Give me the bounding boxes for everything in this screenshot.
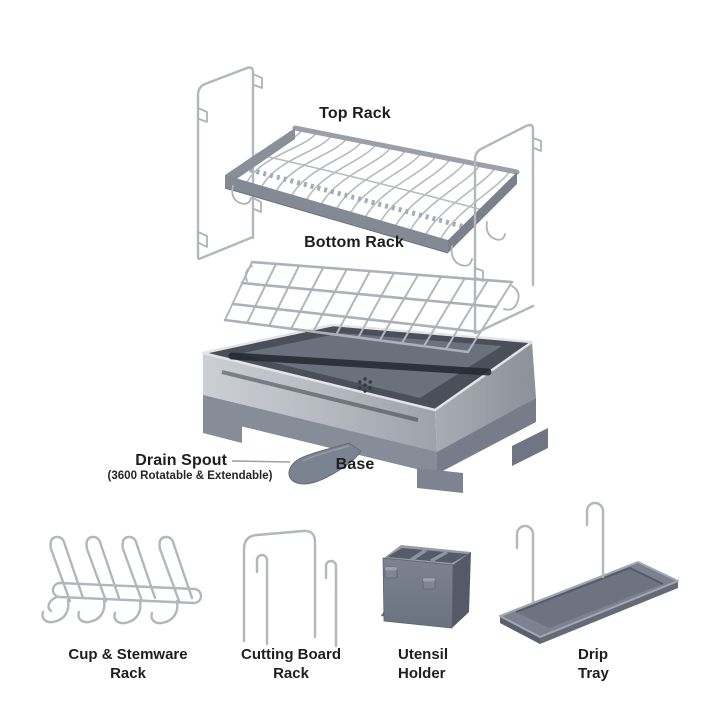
cup-stemware-rack-label-line1: Cup & Stemware [68,646,188,663]
cutting-board-rack-label-line1: Cutting Board [241,646,341,663]
bottom-rack-label: Bottom Rack [304,234,404,251]
drip-tray-label: Drip Tray [578,645,609,683]
bottom-rack-illustration [223,260,520,354]
cup-stemware-rack-label: Cup & Stemware Rack [68,645,187,683]
drip-tray-label-line2: Tray [578,665,609,682]
utensil-holder-illustration [381,545,471,629]
cup-stemware-rack-illustration [41,535,203,625]
side-frame-right-illustration [473,123,542,335]
utensil-holder-label-line2: Holder [398,665,446,682]
side-frame-left-illustration [196,66,263,261]
cutting-board-rack-label-line2: Rack [273,665,309,682]
drain-spout-illustration [288,442,362,485]
cup-stemware-rack-label-line2: Rack [110,665,146,682]
top-rack-label: Top Rack [319,105,391,122]
utensil-holder-clips [384,566,436,590]
drain-spout-note: (3600 Rotatable & Extendable) [107,470,273,482]
base-foot-left [203,415,242,443]
drain-spout-label: Drain Spout [135,452,227,469]
drip-tray-label-line1: Drip [578,646,608,663]
base-label: Base [335,456,375,473]
base-illustration [201,323,548,493]
top-rack-illustration [224,125,520,267]
cutting-board-rack-label: Cutting Board Rack [241,645,341,683]
drain-spout-leader-line [231,460,291,463]
cutting-board-rack-illustration [242,529,338,648]
utensil-holder-label: Utensil Holder [398,645,448,683]
drip-tray-illustration [499,501,679,644]
base-foot-right [512,428,548,466]
drain-holes [358,377,372,393]
base-foot-front-right [417,468,463,493]
utensil-holder-label-line1: Utensil [398,646,449,663]
